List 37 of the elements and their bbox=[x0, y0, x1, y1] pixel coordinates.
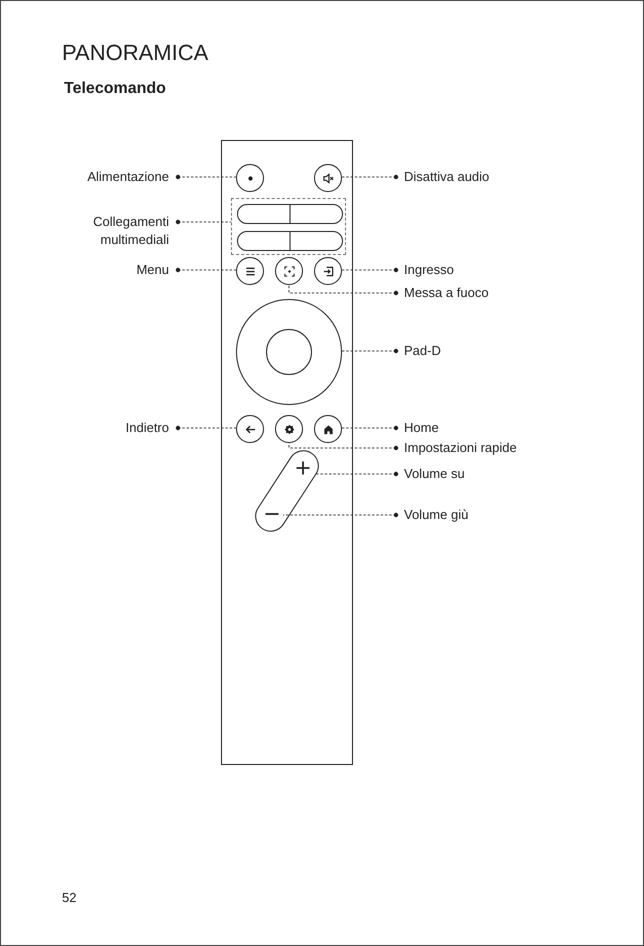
leader-line bbox=[342, 174, 398, 180]
callout-label: Alimentazione bbox=[87, 168, 169, 186]
leader-line bbox=[176, 174, 236, 180]
callout-label: Home bbox=[404, 419, 439, 437]
focus-button bbox=[275, 257, 303, 285]
page-title: PANORAMICA bbox=[62, 40, 208, 66]
input-button bbox=[314, 257, 342, 285]
remote-body bbox=[221, 140, 353, 765]
mute-button bbox=[314, 164, 342, 192]
callout-label: Disattiva audio bbox=[404, 168, 490, 186]
settings-button bbox=[275, 415, 303, 443]
page-number: 52 bbox=[62, 890, 76, 905]
section-heading: Telecomando bbox=[64, 80, 166, 98]
leader-line bbox=[342, 348, 398, 354]
callout-label: Messa a fuoco bbox=[404, 284, 489, 302]
leader-line bbox=[314, 472, 398, 476]
shortcut-button-group bbox=[231, 198, 346, 255]
menu-button bbox=[236, 257, 264, 285]
leader-line bbox=[288, 284, 398, 296]
callout-label: Pad-D bbox=[404, 342, 441, 360]
callout-label: Volume su bbox=[404, 465, 465, 483]
leader-line bbox=[176, 426, 236, 430]
leader-line bbox=[176, 268, 236, 272]
leader-line bbox=[288, 442, 398, 450]
leader-line bbox=[342, 426, 398, 430]
callout-label: Collegamenti multimediali bbox=[79, 213, 169, 249]
leader-line bbox=[176, 220, 232, 224]
callout-label: Indietro bbox=[126, 419, 169, 437]
leader-line bbox=[342, 268, 398, 272]
callout-label: Impostazioni rapide bbox=[404, 439, 517, 457]
back-button bbox=[236, 415, 264, 443]
callout-label: Menu bbox=[136, 261, 169, 279]
callout-label: Ingresso bbox=[404, 261, 454, 279]
callout-label: Volume giù bbox=[404, 506, 468, 524]
leader-line bbox=[282, 512, 398, 518]
power-button bbox=[236, 164, 264, 192]
home-button bbox=[314, 415, 342, 443]
